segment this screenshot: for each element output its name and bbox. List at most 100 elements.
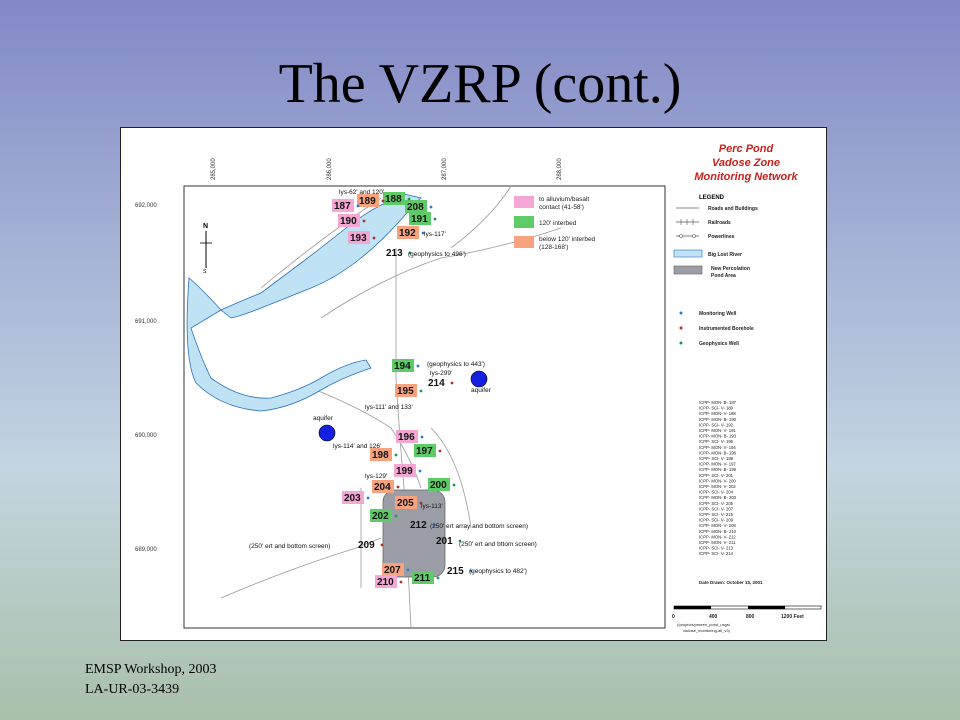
well-list-item: ICPP- SCI- V- 204 (699, 490, 734, 495)
easting-tick: 286,000 (327, 158, 333, 180)
easting-tick: 285,000 (211, 158, 217, 180)
easting-ticks: 285,000 286,000 287,000 288,000 (211, 158, 563, 180)
well-label-207: 207 (382, 563, 404, 576)
legend: LEGEND Roads and Buildings Railroads Pow… (673, 195, 758, 347)
svg-text:N: N (203, 223, 208, 230)
well-id: 198 (372, 450, 389, 461)
well-id: 213 (386, 248, 403, 259)
color-key-swatch (514, 236, 534, 248)
well-label-197: 197 (414, 444, 436, 457)
footer-report-number: LA-UR-03-3439 (85, 682, 180, 697)
well-list-item: ICPP- MON- V- 197 (699, 462, 736, 467)
big-lost-river (186, 193, 422, 412)
legend-item: Pond Area (711, 273, 736, 279)
well-label-bg (370, 448, 392, 461)
map-figure: 285,000 286,000 287,000 288,000 692,000 … (120, 127, 827, 641)
well-id: 203 (344, 493, 361, 504)
well-list-item: ICPP- SCI- V- 207 (699, 506, 734, 511)
aquifer-marker (470, 370, 488, 388)
well-list-item: ICPP- MON- B- 187 (699, 400, 737, 405)
well-id: 194 (394, 361, 411, 372)
well-id: 215 (447, 566, 464, 577)
annotation: lys-129' (365, 473, 387, 480)
legend-item: Geophysics Well (699, 341, 740, 347)
map-title-line: Monitoring Network (694, 171, 798, 183)
annotation: lys-114' and 126' (333, 443, 381, 450)
well-list-item: ICPP- SCI- V- 198 (699, 456, 734, 461)
annotation: (geophysics to 443') (427, 361, 485, 368)
well-label-bg (395, 384, 417, 397)
well-id: 187 (334, 201, 351, 212)
well-id: 205 (397, 498, 414, 509)
well-id: 195 (397, 386, 414, 397)
well-label-190: 190 (338, 214, 360, 227)
well-id: 189 (359, 196, 376, 207)
well-label-204: 204 (372, 480, 394, 493)
easting-tick: 288,000 (557, 158, 563, 180)
well-label-bg (395, 496, 417, 509)
well-list-item: ICPP- MON- B- 196 (699, 450, 737, 455)
well-list-item: ICPP- MON- V- 212 (699, 534, 736, 539)
footer-event: EMSP Workshop, 2003 (85, 662, 217, 677)
well-label-215: 215 (447, 566, 464, 577)
map-svg: 285,000 286,000 287,000 288,000 692,000 … (135, 143, 822, 633)
well-label-bg (394, 464, 416, 477)
well-label-bg (342, 491, 364, 504)
color-key-label: below 120' interbed (539, 236, 596, 243)
well-dot (469, 569, 473, 573)
legend-item: Powerlines (708, 234, 735, 240)
north-arrow-icon: N S (200, 223, 212, 275)
well-list-item: ICPP- SCI- V- 214 (699, 551, 734, 556)
well-list-item: ICPP- SCI- V- 213 (699, 546, 734, 551)
annotation: aquifer (313, 415, 334, 422)
well-dot (421, 231, 425, 235)
well-label-189: 189 (357, 194, 379, 207)
color-key: to alluvium/basalt contact (41-58') 120'… (514, 196, 596, 251)
well-id: 200 (430, 480, 447, 491)
northing-ticks: 692,000 691,000 690,000 689,000 (135, 203, 157, 553)
well-list-item: ICPP- MON- B- 190 (699, 417, 737, 422)
well-id: 191 (411, 214, 428, 225)
well-dot (406, 568, 410, 572)
well-label-bg (392, 359, 414, 372)
well-label-bg (382, 563, 404, 576)
northing-tick: 691,000 (135, 319, 157, 325)
well-id: 204 (374, 482, 391, 493)
well-id: 193 (350, 233, 367, 244)
well-dot (433, 217, 437, 221)
well-label-bg (372, 480, 394, 493)
annotation: (geophysics to 496') (408, 251, 466, 258)
color-key-swatch (514, 216, 534, 228)
color-key-label: contact (41-58') (539, 204, 584, 211)
well-dot (450, 381, 454, 385)
well-list-item: ICPP- SCI- V- 201 (699, 473, 734, 478)
well-dot (429, 205, 433, 209)
well-list-item: ICPP- MON- V- 188 (699, 411, 736, 416)
well-label-210: 210 (375, 575, 397, 588)
well-label-193: 193 (348, 231, 370, 244)
well-id: 214 (428, 378, 445, 389)
well-id: 212 (410, 520, 427, 531)
well-dot (362, 219, 366, 223)
well-label-bg (338, 214, 360, 227)
well-dot (381, 199, 385, 203)
aquifer-marker (318, 424, 336, 442)
well-label-199: 199 (394, 464, 416, 477)
well-list-item: ICPP- MON- V- 194 (699, 445, 736, 450)
well-label-bg (414, 444, 436, 457)
well-label-200: 200 (428, 478, 450, 491)
well-label-205: 205 (395, 496, 417, 509)
well-label-195: 195 (395, 384, 417, 397)
well-label-bg (383, 192, 405, 205)
well-label-214: 214 (428, 378, 445, 389)
well-list-item: ICPP- MON- B- 203 (699, 495, 737, 500)
well-dot (452, 483, 456, 487)
annotation: (geophysics to 482') (469, 568, 527, 575)
well-list-item: ICPP- MON- V- 202 (699, 484, 736, 489)
well-dot (372, 236, 376, 240)
well-dot (408, 251, 412, 255)
well-label-bg (370, 509, 392, 522)
well-list-item: ICPP- SCI- V- 215 (699, 512, 734, 517)
well-id: 196 (398, 432, 415, 443)
